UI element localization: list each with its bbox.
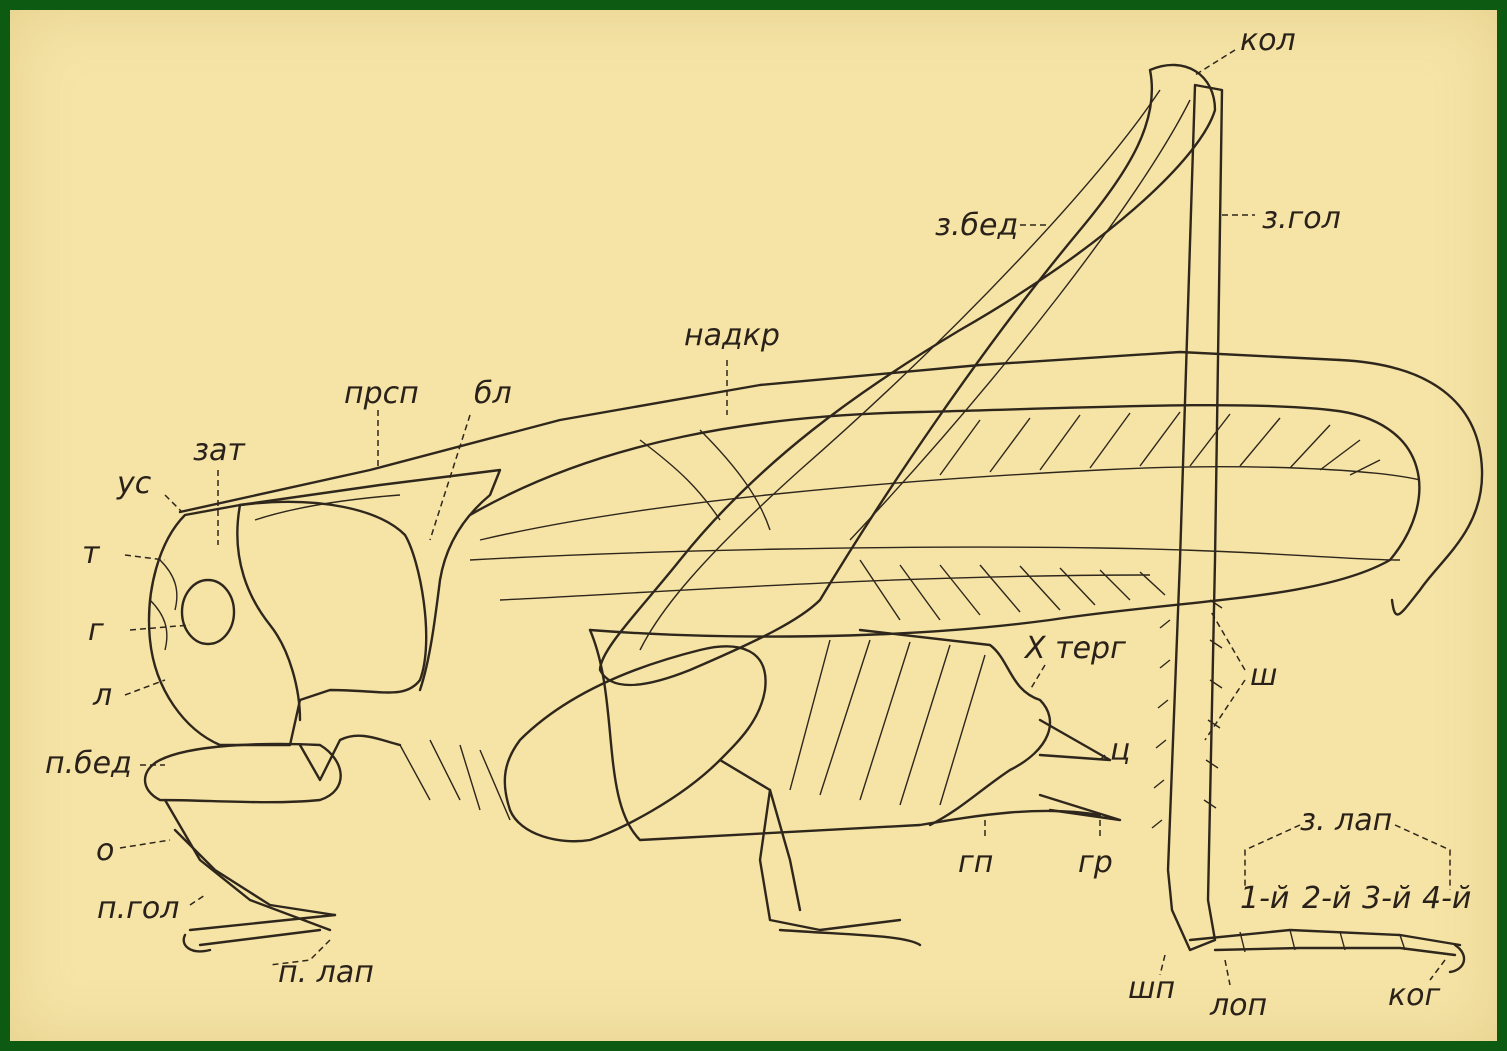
label-x-terg: X терг — [1023, 631, 1126, 666]
label-us: ус — [116, 466, 152, 501]
label-seg4: 4-й — [1422, 881, 1471, 916]
label-ts: ц — [1110, 733, 1130, 768]
label-seg1: 1-й — [1240, 881, 1289, 916]
label-p-lap: п. лап — [278, 955, 374, 990]
label-lop: лоп — [1209, 988, 1267, 1023]
label-g: г — [88, 613, 104, 648]
label-shp: шп — [1128, 971, 1175, 1006]
label-l: л — [92, 678, 112, 713]
label-kol: кол — [1240, 23, 1296, 58]
label-z-lap: з. лап — [1300, 803, 1392, 838]
label-p-bed: п.бед — [45, 746, 132, 781]
label-zat: зат — [193, 433, 246, 468]
label-z-bed: з.бед — [935, 208, 1018, 243]
label-o: о — [96, 833, 114, 868]
label-t: т — [82, 536, 101, 571]
label-sh: ш — [1250, 658, 1277, 693]
label-z-gol: з.гол — [1262, 201, 1341, 236]
label-p-gol: п.гол — [97, 891, 179, 926]
label-seg3: 3-й — [1362, 881, 1411, 916]
label-nadkr: надкр — [684, 318, 780, 353]
label-gp: гп — [958, 845, 993, 880]
label-bl: бл — [474, 376, 512, 411]
label-kog: ког — [1388, 978, 1440, 1013]
labels: кол з.бед з.гол надкр прсп бл зат ус т г… — [45, 23, 1471, 1023]
label-prsp: прсп — [344, 376, 419, 411]
label-gr: гр — [1078, 845, 1113, 880]
label-seg2: 2-й — [1302, 881, 1351, 916]
